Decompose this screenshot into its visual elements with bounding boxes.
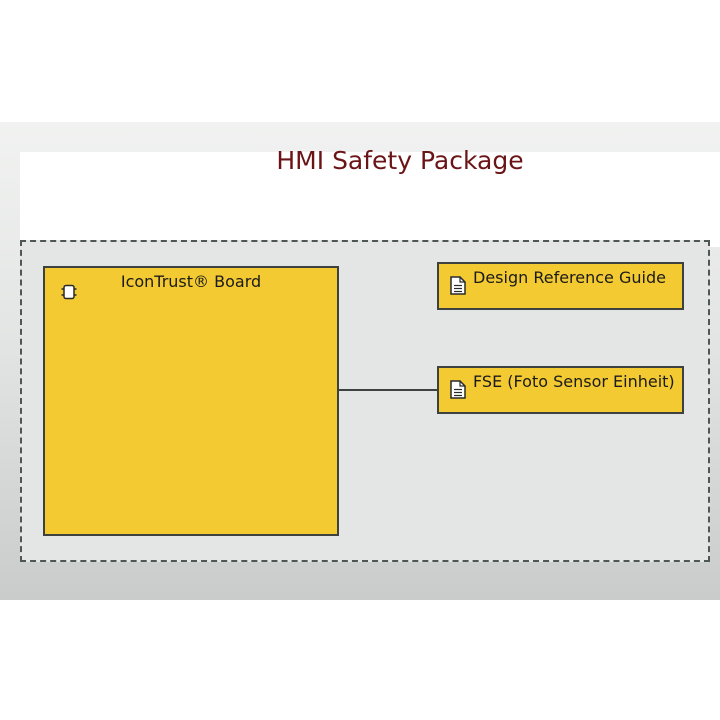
document-design-reference-guide[interactable]: Design Reference Guide	[437, 262, 684, 310]
document-fse[interactable]: FSE (Foto Sensor Einheit)	[437, 366, 684, 414]
document-icon	[450, 276, 466, 295]
component-label: IconTrust® Board	[120, 272, 262, 291]
document-label: Design Reference Guide	[473, 268, 666, 287]
chip-icon	[61, 284, 77, 300]
diagram-title: HMI Safety Package	[276, 146, 524, 175]
component-icontrust-board[interactable]: IconTrust® Board	[43, 266, 339, 536]
document-label: FSE (Foto Sensor Einheit)	[473, 372, 675, 391]
title-panel	[20, 152, 720, 247]
document-icon	[450, 380, 466, 399]
